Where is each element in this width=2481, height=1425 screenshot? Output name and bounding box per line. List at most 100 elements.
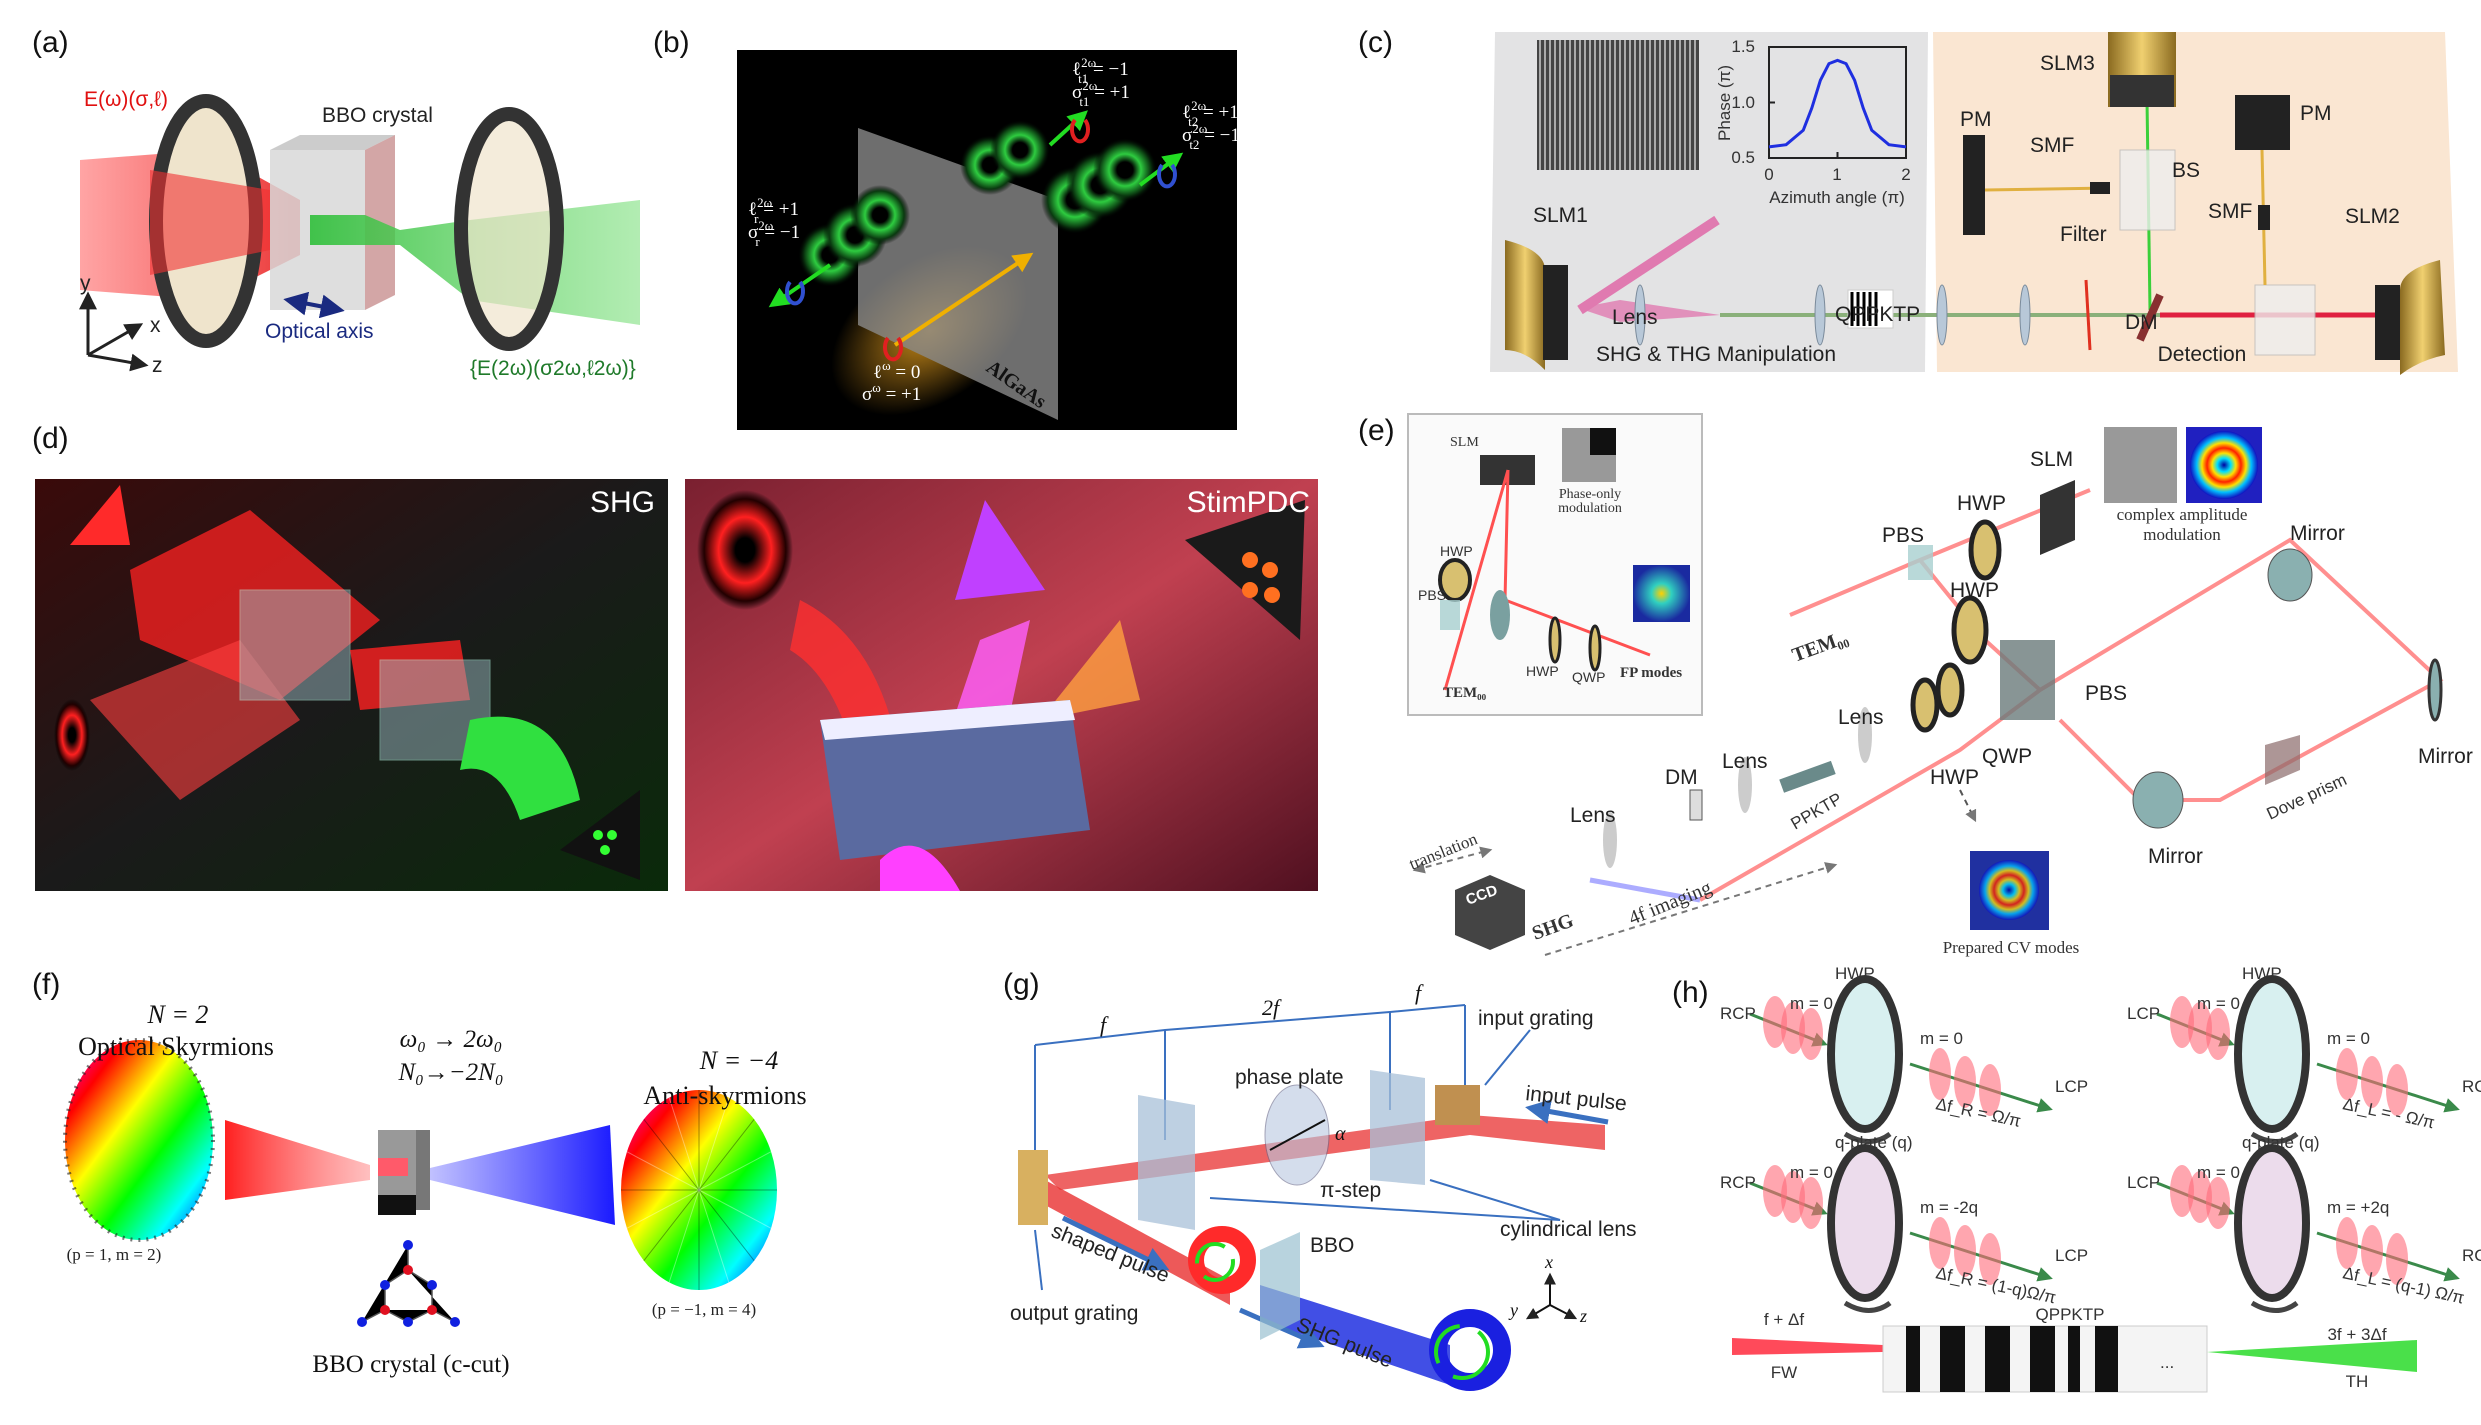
stimpdc-render	[685, 479, 1318, 891]
rotation-arrow-icon	[1843, 1300, 1892, 1313]
beam-through-ring	[150, 170, 270, 275]
reflected-vortex	[798, 185, 910, 287]
frequency-shift: Δf_R = Ω/π	[1934, 1094, 2022, 1131]
input-mode: m = 0	[2197, 1163, 2240, 1182]
output-polarization: RCP	[2462, 1246, 2481, 1265]
imaging-label: 4f imaging	[1626, 877, 1715, 930]
lens-label: Lens	[1612, 306, 1658, 329]
qwp-label: QWP	[1982, 745, 2032, 768]
rotation-arrow-icon	[2250, 1131, 2299, 1144]
prepared-label: Prepared CV modes	[1943, 938, 2080, 957]
axis-y-label: y	[1508, 1300, 1518, 1320]
ppktp-crystal	[1779, 760, 1836, 793]
smf1-label: SMF	[2030, 134, 2074, 157]
lens	[2019, 284, 2031, 346]
shg-label: SHG	[1529, 909, 1577, 944]
lens-label: Lens	[1838, 706, 1884, 729]
transmitted-vortex-1	[960, 120, 1050, 195]
fiber-1	[1984, 186, 2111, 192]
input-field-label: E(ω)(σ,ℓ)	[84, 88, 168, 111]
output-polarization: LCP	[2055, 1077, 2088, 1096]
axis-z-label: z	[152, 354, 163, 377]
rotation-icon-red	[883, 336, 903, 362]
y-axis-label: Phase (π)	[1715, 65, 1734, 141]
y-tick-label: 1.5	[1731, 37, 1755, 56]
input-grating	[1435, 1085, 1480, 1125]
output-mode: m = +2q	[2327, 1198, 2389, 1217]
transmitted-vortex-2	[1041, 138, 1157, 234]
optical-axis-arrow	[283, 291, 345, 319]
power-meter-1	[1963, 135, 1985, 235]
mirror-label: Mirror	[2418, 745, 2473, 768]
lens	[1936, 284, 1948, 346]
complex-hologram	[2104, 427, 2177, 503]
pbs-mid	[2000, 640, 2055, 720]
manipulation-title: SHG & THG Manipulation	[1596, 343, 1836, 366]
optical-axis-label: Optical axis	[265, 320, 374, 343]
inset-tem-label: TEM₀₀	[1443, 685, 1487, 701]
hwp-low	[1910, 677, 1940, 733]
polarization-cell	[2156, 975, 2460, 1144]
slm2-label: SLM2	[2345, 205, 2400, 228]
fp-modes-label: FP modes	[1620, 665, 1682, 681]
rotation-icon-blue	[785, 280, 805, 306]
charge-label: N₀→−2N₀	[397, 1059, 503, 1086]
panel-label-f: (f)	[32, 968, 60, 1001]
hologram-pattern	[1537, 40, 1699, 170]
ppktp-label: PPKTP	[1788, 789, 1846, 833]
output-mode: m = 0	[2327, 1029, 2370, 1048]
qwp	[1935, 662, 1965, 718]
phase-plate-label: phase plate	[1235, 1066, 1344, 1089]
label-input-l: ℓω = 0	[873, 358, 920, 383]
n-right-label: N = −4	[699, 1046, 778, 1075]
smf2-label: SMF	[2208, 200, 2252, 223]
pbs-top-label: PBS	[1882, 524, 1924, 547]
translation-label: translation	[1406, 829, 1480, 874]
hwp-top	[1968, 519, 2002, 581]
bbo-crystal-block	[378, 1130, 430, 1215]
beam-splitter	[2119, 149, 2176, 231]
plate-label: q-plate (q)	[2242, 1133, 2319, 1152]
qppktp-label: QPPKTP	[2036, 1305, 2105, 1324]
dm-label: DM	[1665, 766, 1698, 789]
algaas-film	[858, 128, 1058, 420]
main-setup	[1412, 427, 2444, 956]
output-polarization: LCP	[2055, 1246, 2088, 1265]
qppktp-label: QPPKTP	[1835, 303, 1920, 326]
slm2-device	[2400, 260, 2445, 375]
panel-a: (a) E(ω)(σ,ℓ) BBO crystal Optical axis {…	[32, 26, 640, 380]
lens-ring-right	[454, 107, 564, 351]
polarization-cell	[1749, 975, 2053, 1144]
dichroic-mirror	[1689, 789, 1703, 821]
cylindrical-lens-left	[1138, 1095, 1195, 1230]
input-mode: m = 0	[1790, 1163, 1833, 1182]
lens-label: Lens	[1722, 750, 1768, 773]
panel-label-c: (c)	[1358, 26, 1393, 59]
fp-mode-image	[1633, 565, 1690, 622]
skyrmion-title: Optical Skyrmions	[78, 1032, 274, 1061]
dove-prism	[2265, 735, 2300, 785]
hwp-low-label: HWP	[1930, 766, 1979, 789]
svg-text:σω = +1: σω = +1	[862, 380, 921, 405]
n-left-label: N = 2	[147, 1000, 209, 1029]
slm-panel	[2040, 480, 2075, 555]
x-axis-label: Azimuth angle (π)	[1769, 188, 1905, 207]
polarization-cell	[1749, 1144, 2053, 1313]
panel-e: (e) SLM Phase-only modulation HWP PBS HW…	[1358, 413, 2473, 957]
fw-frequency: f + Δf	[1764, 1310, 1804, 1329]
slm-label: SLM	[2030, 448, 2073, 471]
lens-2	[1738, 757, 1752, 813]
qppktp-crystal	[1847, 289, 1894, 329]
distance-markers	[1034, 1004, 1466, 1195]
anti-skyrmion-disk	[621, 1090, 777, 1290]
th-label: TH	[2346, 1372, 2369, 1391]
output-mode: m = 0	[1920, 1029, 1963, 1048]
label-input-s: σω = +1	[862, 380, 921, 405]
y-tick-label: 0.5	[1731, 148, 1755, 167]
left-params: (p = 1, m = 2)	[67, 1245, 162, 1264]
rotation-icon	[1434, 1324, 1490, 1380]
